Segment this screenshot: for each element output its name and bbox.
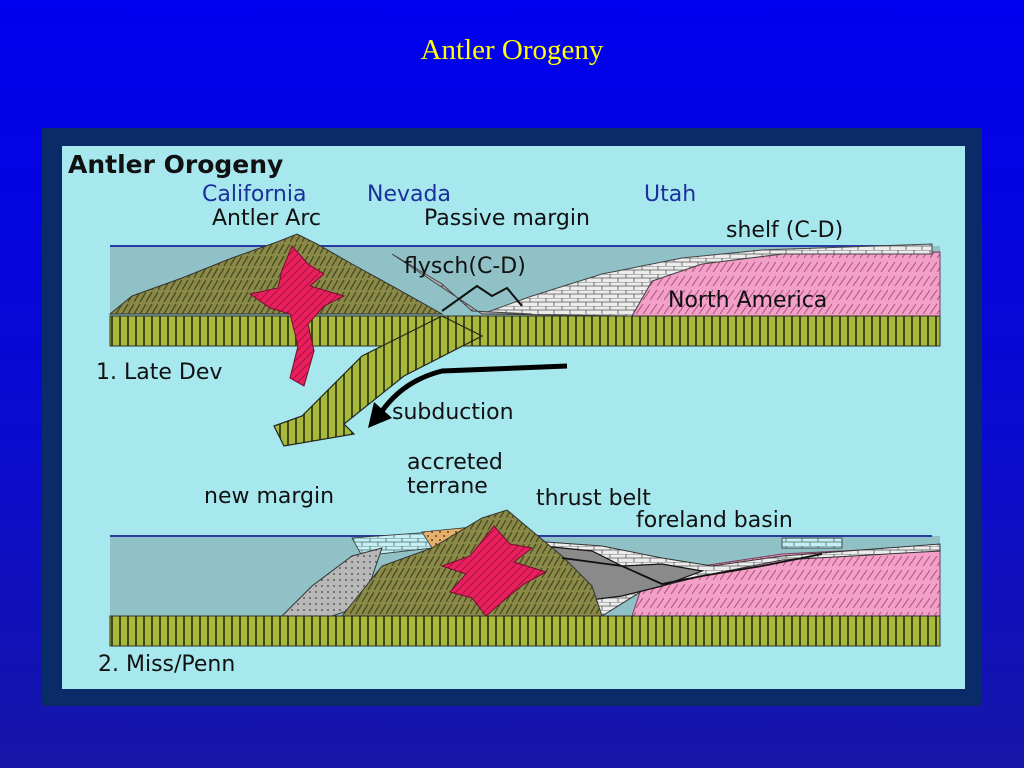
stage1-section (108, 233, 941, 447)
state-label-utah: Utah (644, 182, 697, 207)
label-terrane: terrane (407, 474, 488, 499)
stage2-section (109, 509, 941, 647)
label-shelf: shelf (C-D) (726, 218, 844, 243)
label-subduction: subduction (392, 400, 514, 425)
label-accreted: accreted (407, 450, 503, 475)
diagram-frame: Antler Orogeny California Nevada Utah An… (42, 128, 982, 706)
stage1-crust-band (109, 315, 941, 347)
stage2-magma (440, 525, 548, 617)
label-passive-margin: Passive margin (424, 206, 590, 231)
flysch-leader-lines (441, 284, 523, 312)
label-stage1: 1. Late Dev (96, 360, 223, 385)
stage1-antler-arc (108, 233, 444, 315)
stage2-shelf-cap-right (781, 537, 843, 549)
subduction-arrowhead (368, 402, 392, 428)
stage1-subducting-slab (273, 315, 484, 447)
stage1-flysch (391, 253, 533, 315)
label-thrust-belt: thrust belt (536, 486, 651, 511)
state-label-california: California (202, 182, 307, 207)
label-foreland-basin: foreland basin (636, 508, 793, 533)
label-flysch: flysch(C-D) (404, 254, 526, 279)
subduction-arrow (377, 363, 568, 416)
state-label-nevada: Nevada (367, 182, 451, 207)
thrust-belt-leader-lines (561, 553, 823, 585)
stage1-magma (248, 245, 346, 387)
stage2-crust-band (109, 615, 941, 647)
label-antler-arc: Antler Arc (212, 206, 322, 231)
cross-section-diagram (108, 233, 941, 647)
label-stage2: 2. Miss/Penn (98, 652, 236, 677)
diagram-panel: Antler Orogeny California Nevada Utah An… (62, 146, 965, 689)
label-north-america: North America (668, 288, 828, 313)
label-new-margin: new margin (204, 484, 335, 509)
stage1-shelf (481, 243, 933, 317)
diagram-heading: Antler Orogeny (68, 150, 284, 179)
slide-title: Antler Orogeny (420, 34, 604, 66)
